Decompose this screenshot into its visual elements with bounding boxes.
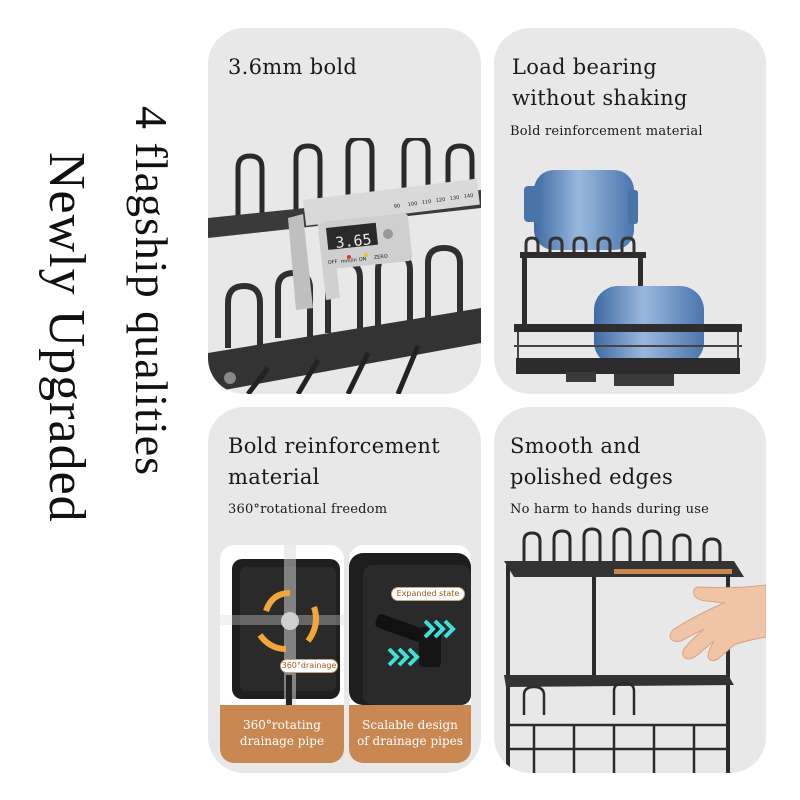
rack-with-water-bottles: [514, 170, 742, 386]
label-rotating-pipe: 360°rotating drainage pipe: [220, 705, 344, 763]
expanded-state-badge: Expanded state: [391, 587, 465, 601]
card-subtitle: 360°rotational freedom: [228, 502, 388, 517]
label-scalable-pipe: Scalable design of drainage pipes: [349, 705, 471, 763]
scalable-pipe-illustration: [349, 553, 471, 705]
card-title-line1: Load bearing: [512, 55, 657, 79]
vertical-title-upgraded: Newly Upgraded: [38, 152, 95, 523]
svg-text:130: 130: [450, 195, 460, 202]
card-title-line2: without shaking: [512, 86, 688, 110]
card-subtitle: No harm to hands during use: [510, 502, 709, 517]
panel-rotating-pipe: 360°drainage 360°rotating drainage pipe: [220, 545, 344, 763]
svg-text:mm/in: mm/in: [341, 257, 358, 265]
svg-text:ON: ON: [359, 256, 368, 263]
panel-scalable-pipe: Expanded state Scalable design of draina…: [349, 545, 471, 763]
card-title-line1: Bold reinforcement: [228, 434, 440, 458]
svg-text:90: 90: [394, 203, 401, 210]
svg-text:OFF: OFF: [328, 259, 338, 266]
card-title-line2: material: [228, 465, 320, 489]
card-subtitle: Bold reinforcement material: [510, 124, 703, 139]
card-rotational-drainage: Bold reinforcement material 360°rotation…: [208, 407, 481, 773]
rack-with-hand-illustration: [504, 527, 766, 773]
svg-text:140: 140: [464, 193, 474, 200]
card-title-line1: Smooth and: [510, 434, 641, 458]
svg-text:120: 120: [436, 197, 446, 204]
svg-text:110: 110: [422, 199, 432, 206]
card-smooth-edges: Smooth and polished edges No harm to han…: [494, 407, 766, 773]
card-bold-thickness: 3.6mm bold: [208, 28, 481, 394]
caliper-reading: 3.65: [335, 230, 373, 252]
svg-text:100: 100: [408, 201, 418, 208]
drainage-badge: 360°drainage: [280, 659, 338, 673]
card-title: 3.6mm bold: [228, 55, 358, 79]
svg-text:ZERO: ZERO: [374, 254, 389, 261]
rack-caliper-illustration: 3.65 OFF mm/in ON ZERO 90 100 110 120 13…: [208, 138, 481, 394]
rotating-pipe-illustration: [220, 545, 344, 705]
card-load-bearing: Load bearing without shaking Bold reinfo…: [494, 28, 766, 394]
vertical-title-qualities: 4 flagship qualities: [126, 106, 177, 477]
card-title-line2: polished edges: [510, 465, 674, 489]
